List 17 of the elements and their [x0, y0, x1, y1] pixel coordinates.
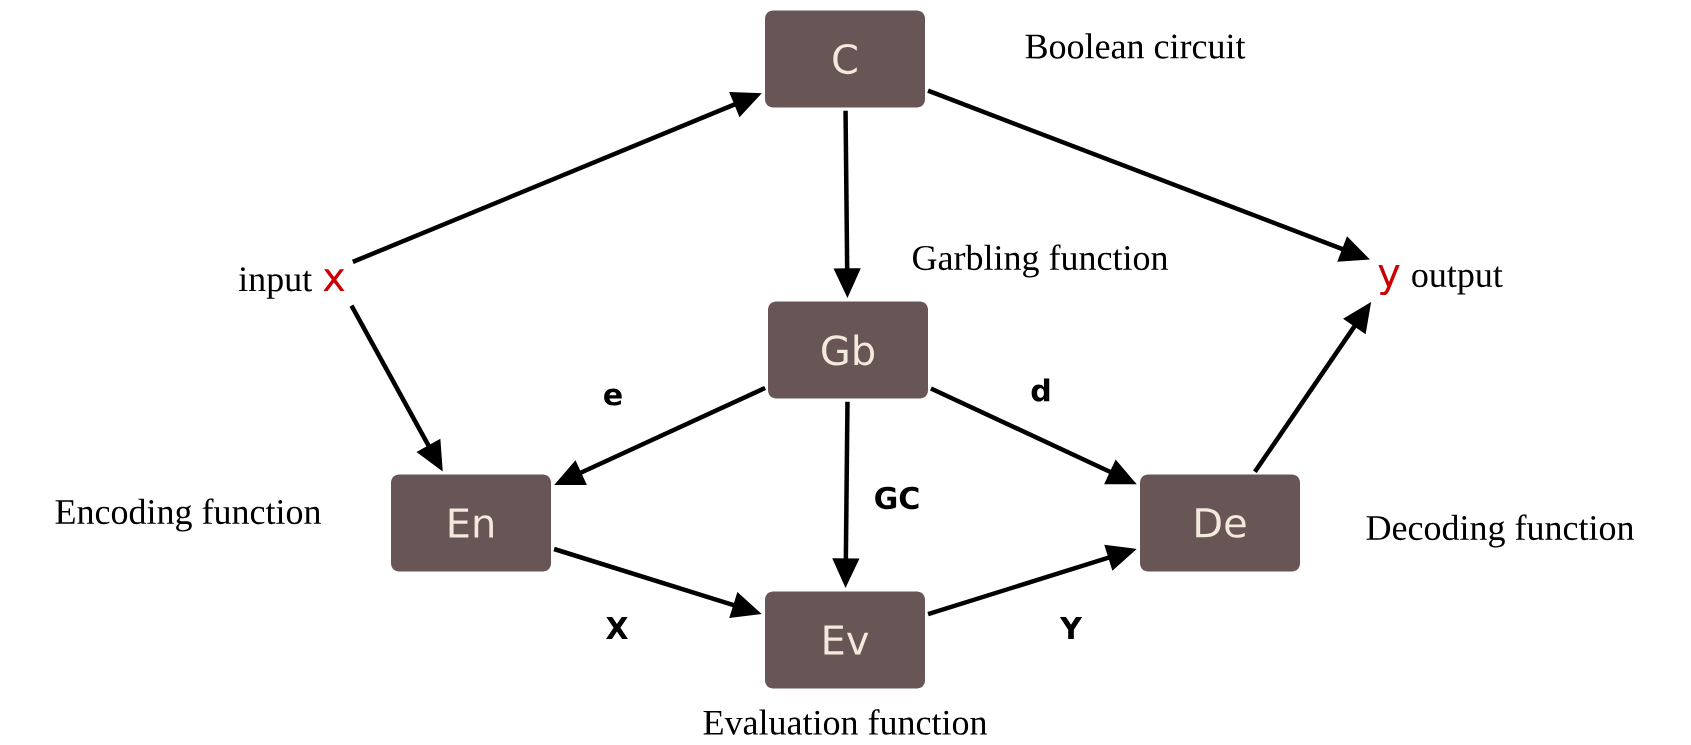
- function-box: C: [765, 10, 925, 108]
- function-box: Ev: [765, 591, 925, 689]
- function-caption: Encoding function: [55, 498, 321, 532]
- output-label: y output: [1378, 264, 1503, 296]
- function-caption: Boolean circuit: [1025, 33, 1246, 59]
- edge-label: d: [1028, 376, 1054, 404]
- function-box: De: [1140, 474, 1300, 572]
- input-label: input x: [238, 267, 345, 299]
- function-caption: Garbling function: [913, 244, 1168, 278]
- function-caption: Decoding function: [1366, 514, 1634, 548]
- edge-label: X: [603, 615, 631, 641]
- edge-label: GC: [871, 484, 923, 512]
- edge-label: Y: [1058, 615, 1084, 641]
- function-box: Gb: [768, 301, 928, 399]
- edge-label: e: [600, 386, 626, 408]
- function-box: En: [391, 474, 551, 572]
- function-caption: Evaluation function: [703, 709, 987, 735]
